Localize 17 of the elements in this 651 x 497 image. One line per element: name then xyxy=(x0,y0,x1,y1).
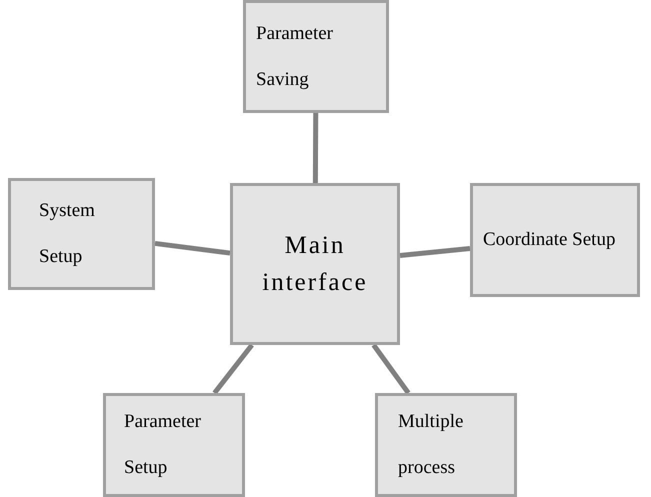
process-box xyxy=(375,393,517,497)
process-box xyxy=(8,178,155,290)
process-box xyxy=(103,393,245,497)
box-label: Multiple process xyxy=(398,410,464,480)
box-label: System Setup xyxy=(39,199,96,269)
box-label: Main interface xyxy=(261,230,369,298)
process-box xyxy=(470,183,640,297)
connector-line xyxy=(154,240,230,256)
process-box xyxy=(243,0,389,113)
connector-line xyxy=(212,343,254,395)
connector-line xyxy=(372,344,410,394)
box-label: Parameter Setup xyxy=(124,410,202,480)
connector-line xyxy=(312,112,318,184)
box-label: Parameter Saving xyxy=(256,22,334,92)
connector-line xyxy=(400,246,470,258)
process-box xyxy=(230,183,400,345)
box-label: Coordinate Setup xyxy=(483,228,616,252)
